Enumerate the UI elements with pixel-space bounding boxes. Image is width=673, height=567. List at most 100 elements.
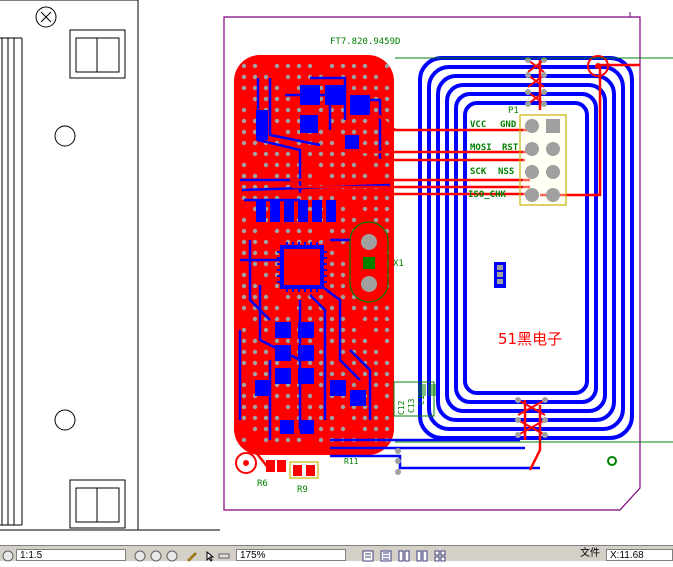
via — [329, 261, 335, 267]
pencil-icon[interactable] — [186, 549, 198, 562]
watermark-text: 51黑电子 — [498, 330, 562, 348]
via — [241, 283, 247, 289]
measure-icon[interactable] — [218, 549, 230, 561]
via — [351, 382, 357, 388]
via — [274, 426, 280, 432]
via — [384, 85, 390, 91]
pin-iso-chk: ISO_CHK — [468, 190, 507, 200]
via — [340, 272, 346, 278]
via — [274, 151, 280, 157]
zoom-in-icon[interactable] — [150, 549, 162, 562]
pan-icon[interactable] — [166, 549, 178, 562]
test-pads — [494, 262, 506, 288]
via — [296, 294, 302, 300]
via — [252, 173, 258, 179]
via — [329, 250, 335, 256]
via — [296, 437, 302, 443]
via — [274, 393, 280, 399]
via — [252, 96, 258, 102]
via — [252, 140, 258, 146]
view-single-icon[interactable] — [362, 549, 374, 562]
via — [241, 173, 247, 179]
via — [340, 294, 346, 300]
via — [307, 360, 313, 366]
view-grid-icon[interactable] — [434, 549, 446, 562]
fiducial-bottom-left — [235, 452, 257, 474]
via — [241, 404, 247, 410]
via — [362, 415, 368, 421]
via — [263, 437, 269, 443]
via — [340, 228, 346, 234]
via — [241, 140, 247, 146]
status-bar: 1:1.5 175% 文件 X:11.68 — [0, 545, 673, 562]
via — [296, 228, 302, 234]
via — [263, 360, 269, 366]
via — [329, 173, 335, 179]
via — [373, 382, 379, 388]
select-icon[interactable] — [204, 549, 216, 562]
via — [373, 195, 379, 201]
view-cover-icon[interactable] — [416, 549, 428, 562]
via — [263, 349, 269, 355]
via — [329, 415, 335, 421]
via — [384, 415, 390, 421]
resistor-r6-footprint — [266, 460, 286, 472]
via — [274, 96, 280, 102]
designator-p1: P1 — [508, 106, 519, 116]
designator-x1: X1 — [393, 259, 404, 269]
via — [263, 426, 269, 432]
via — [285, 316, 291, 322]
via — [285, 96, 291, 102]
via — [263, 85, 269, 91]
via — [384, 107, 390, 113]
via — [241, 327, 247, 333]
coil-crossovers — [517, 59, 546, 436]
via — [329, 360, 335, 366]
via — [241, 393, 247, 399]
via — [285, 107, 291, 113]
via — [351, 327, 357, 333]
via — [252, 250, 258, 256]
via — [340, 129, 346, 135]
resistor-r9-footprint — [289, 461, 319, 479]
via — [340, 261, 346, 267]
nav-back-icon[interactable] — [2, 549, 14, 562]
via — [362, 305, 368, 311]
via — [340, 151, 346, 157]
view-continuous-icon[interactable] — [380, 549, 392, 562]
via — [263, 162, 269, 168]
via — [362, 195, 368, 201]
via — [351, 195, 357, 201]
statusbar-file-label: 文件 — [580, 548, 600, 559]
mounting-hole — [607, 456, 617, 466]
via — [307, 404, 313, 410]
via — [241, 239, 247, 245]
via — [351, 63, 357, 69]
via — [384, 382, 390, 388]
via — [340, 371, 346, 377]
via — [241, 107, 247, 113]
via — [274, 228, 280, 234]
pin-rst: RST — [502, 143, 519, 153]
via — [318, 382, 324, 388]
via — [241, 118, 247, 124]
via — [351, 217, 357, 223]
via — [384, 316, 390, 322]
zoom-field[interactable]: 175% — [236, 549, 346, 561]
via — [274, 360, 280, 366]
via — [329, 162, 335, 168]
via — [241, 228, 247, 234]
layer-field[interactable]: 1:1.5 — [16, 549, 126, 561]
via — [351, 118, 357, 124]
view-facing-icon[interactable] — [398, 549, 410, 562]
pcb-canvas[interactable]: FT7.820.9459D — [0, 0, 673, 545]
coord-field: X:11.68 — [606, 549, 673, 561]
via — [263, 239, 269, 245]
via — [307, 393, 313, 399]
zoom-out-icon[interactable] — [134, 549, 146, 562]
via — [329, 338, 335, 344]
via — [373, 404, 379, 410]
coil-crossover-vias — [395, 57, 548, 475]
via — [241, 360, 247, 366]
via — [263, 415, 269, 421]
